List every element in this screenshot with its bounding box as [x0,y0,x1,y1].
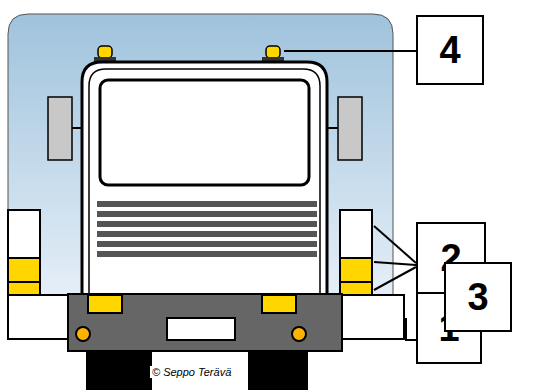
copyright-note: © Seppo Terävä [150,366,233,378]
callout-box: 3 [444,262,512,332]
beacon-light [98,46,112,58]
reflector [76,327,90,341]
callout-number: 3 [467,278,488,316]
mirror [48,97,72,160]
rear-light [8,210,40,306]
rear-light [340,210,372,306]
bumper [68,294,342,351]
windshield [100,80,309,185]
callout-number: 4 [439,31,460,69]
fog-light [88,295,122,313]
licence-plate [167,318,235,340]
cargo-body [8,14,393,300]
callout-box: 4 [416,15,484,85]
reflector [292,327,306,341]
mirror [338,97,362,160]
bumper-end [8,295,70,339]
beacon-light [266,46,280,58]
bumper-end [340,295,404,339]
fog-light [262,295,296,313]
grille [97,201,317,257]
leader-line [284,51,416,340]
cab [82,62,327,298]
